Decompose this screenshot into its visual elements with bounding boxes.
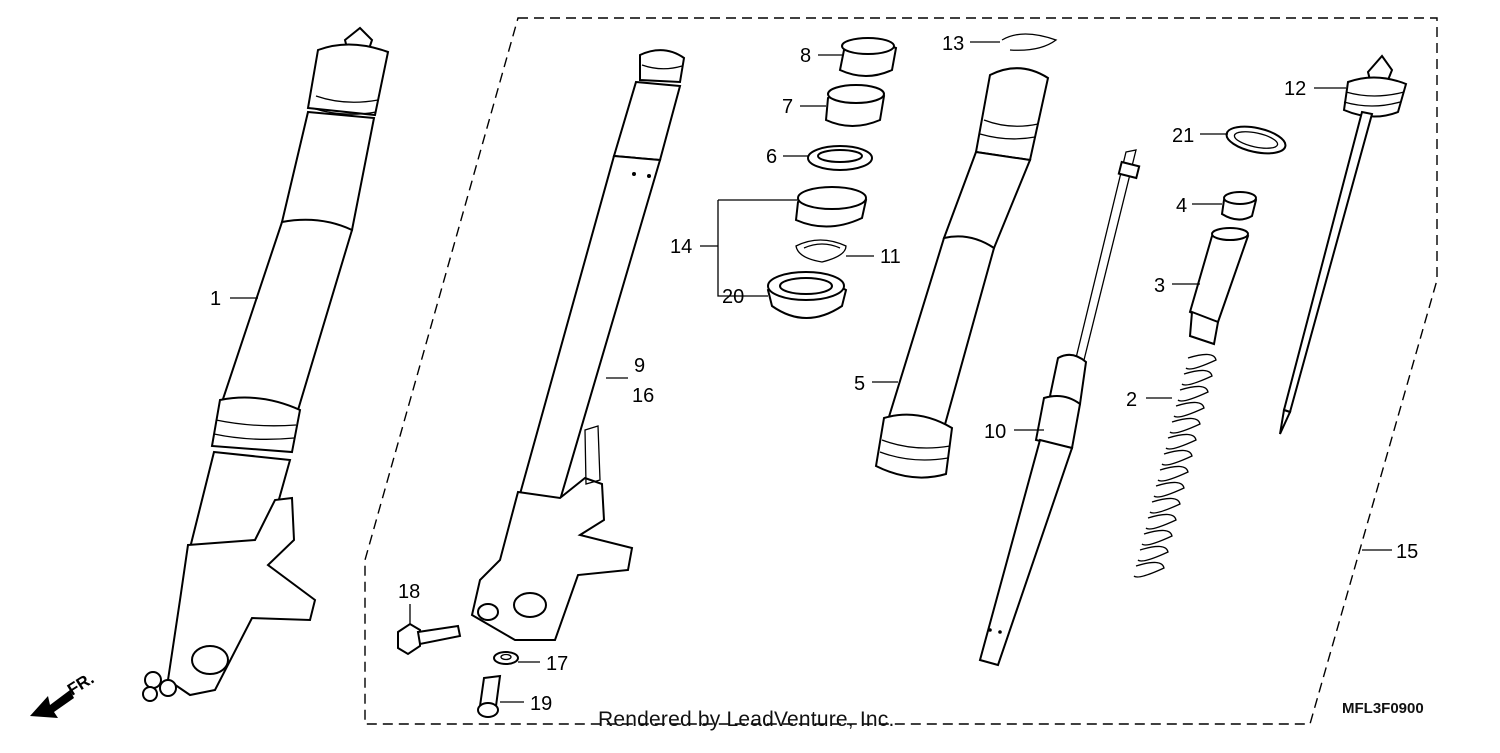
callout-8: 8 — [800, 45, 811, 67]
callout-20: 20 — [722, 286, 744, 308]
o-ring-part-21[interactable] — [1224, 122, 1288, 158]
callout-7: 7 — [782, 96, 793, 118]
fork-bolt-part-12[interactable] — [1279, 54, 1408, 435]
callout-17: 17 — [546, 653, 568, 675]
callout-3: 3 — [1154, 275, 1165, 297]
callout-15: 15 — [1396, 541, 1418, 563]
nut-part-17[interactable] — [493, 651, 519, 665]
callout-19: 19 — [530, 693, 552, 715]
damper-rod-part-10[interactable] — [978, 149, 1141, 667]
callout-4: 4 — [1176, 195, 1187, 217]
callout-16: 16 — [632, 385, 654, 407]
bushing-part-7[interactable] — [824, 84, 886, 127]
callout-labels: 1 2 3 4 5 6 7 8 9 10 11 12 13 14 15 16 1… — [210, 33, 1418, 715]
callout-14: 14 — [670, 236, 692, 258]
callout-18: 18 — [398, 581, 420, 603]
dust-seal-part-20[interactable] — [766, 271, 848, 319]
callout-11: 11 — [880, 246, 901, 268]
outer-tube-part-9[interactable] — [470, 49, 686, 641]
collar-part-3[interactable] — [1188, 227, 1250, 346]
bolt-part-19[interactable] — [477, 674, 502, 718]
callout-12: 12 — [1284, 78, 1306, 100]
diagram-code: MFL3F0900 — [1342, 700, 1424, 717]
callout-10: 10 — [984, 421, 1006, 443]
callout-6: 6 — [766, 146, 777, 168]
callout-2: 2 — [1126, 389, 1137, 411]
oil-seal-part-14[interactable] — [794, 186, 868, 228]
credit-text: Rendered by LeadVenture, Inc. — [598, 708, 895, 731]
bushing-part-8[interactable] — [838, 37, 898, 77]
clip-part-11[interactable] — [795, 239, 847, 263]
callout-1: 1 — [210, 288, 221, 310]
callout-9: 9 — [634, 355, 645, 377]
leader-lines — [230, 41, 1392, 703]
stopper-ring-part-13[interactable] — [1001, 33, 1058, 51]
front-direction-arrow-icon — [30, 690, 74, 718]
fork-tube-part-5[interactable] — [874, 67, 1050, 479]
spring-seat-part-4[interactable] — [1220, 191, 1258, 221]
callout-21: 21 — [1172, 125, 1194, 147]
washer-part-6[interactable] — [807, 145, 873, 171]
callout-13: 13 — [942, 33, 964, 55]
callout-5: 5 — [854, 373, 865, 395]
fork-spring-part-2[interactable] — [1133, 353, 1217, 578]
fork-assembly-part-1[interactable] — [142, 26, 390, 702]
pinch-bolt-part-18[interactable] — [397, 622, 462, 656]
assembly-boundary — [364, 17, 1438, 725]
